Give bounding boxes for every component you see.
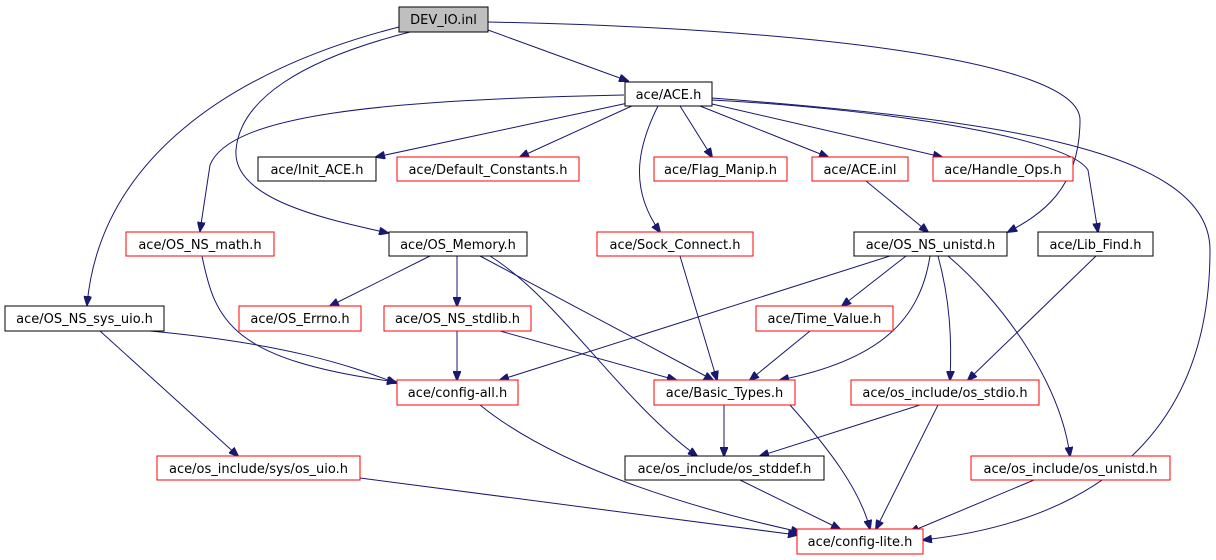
node-os-errno-h[interactable]: ace/OS_Errno.h	[238, 305, 362, 332]
edge-os-ns-unistd-to-os-unistd	[947, 255, 1070, 456]
edge-ace-h-to-handle-ops	[711, 103, 942, 157]
node-dev-io-inl[interactable]: DEV_IO.inl	[398, 6, 489, 33]
node-label: ace/Default_Constants.h	[408, 163, 567, 178]
edge-os-memory-to-basic-types	[479, 255, 713, 380]
edge-os-ns-unistd-to-config-all	[500, 255, 891, 380]
node-label: ace/config-all.h	[408, 386, 508, 401]
node-flag-manip-h[interactable]: ace/Flag_Manip.h	[653, 156, 788, 182]
node-ace-inl[interactable]: ace/ACE.inl	[811, 156, 909, 182]
edge-os-unistd-to-config-lite	[910, 479, 1035, 532]
edge-os-stdio-to-config-lite	[876, 404, 939, 529]
nodes: DEV_IO.inl ace/ACE.h ace/Init_ACE.h ace/…	[4, 6, 1171, 555]
node-time-value-h[interactable]: ace/Time_Value.h	[755, 305, 894, 332]
node-handle-ops-h[interactable]: ace/Handle_Ops.h	[932, 156, 1074, 182]
edge-basic-types-to-config-lite	[789, 404, 870, 529]
edge-os-ns-math-to-config-all	[201, 255, 396, 382]
node-os-ns-unistd-h[interactable]: ace/OS_NS_unistd.h	[853, 231, 1008, 257]
node-label: ace/os_include/sys/os_uio.h	[169, 462, 348, 477]
edge-ace-h-to-default-constants	[520, 104, 635, 157]
node-label: ace/ACE.inl	[823, 163, 896, 178]
edge-lib-find-to-os-stdio	[968, 255, 1097, 380]
edge-os-ns-sys-uio-to-sys-os-uio	[99, 330, 238, 456]
node-label: ace/OS_NS_stdlib.h	[395, 312, 520, 327]
edge-dev-io-to-os-memory	[235, 31, 411, 233]
node-label: DEV_IO.inl	[410, 13, 477, 28]
node-label: ace/Sock_Connect.h	[610, 238, 741, 253]
node-os-unistd-h[interactable]: ace/os_include/os_unistd.h	[970, 455, 1171, 481]
edge-ace-inl-to-os-ns-unistd	[865, 180, 928, 232]
edge-os-ns-stdlib-to-basic-types	[499, 330, 676, 380]
node-label: ace/ACE.h	[636, 88, 702, 103]
edge-sock-connect-to-basic-types	[679, 255, 717, 380]
edge-sys-os-uio-to-config-lite	[359, 477, 797, 535]
node-label: ace/Flag_Manip.h	[664, 163, 777, 178]
edge-dev-io-to-ace-h	[487, 29, 628, 81]
node-default-constants-h[interactable]: ace/Default_Constants.h	[396, 156, 580, 182]
node-os-ns-sys-uio-h[interactable]: ace/OS_NS_sys_uio.h	[4, 305, 165, 332]
edge-time-value-to-basic-types	[750, 330, 811, 380]
edge-ace-h-to-os-ns-math	[200, 94, 625, 231]
node-init-ace-h[interactable]: ace/Init_ACE.h	[257, 156, 377, 182]
node-basic-types-h[interactable]: ace/Basic_Types.h	[653, 379, 796, 406]
node-label: ace/os_include/os_unistd.h	[983, 462, 1157, 477]
node-label: ace/OS_NS_math.h	[138, 238, 261, 253]
edge-os-stddef-to-config-lite	[739, 479, 840, 529]
node-label: ace/config-lite.h	[808, 535, 913, 550]
edge-os-ns-unistd-to-os-stdio	[937, 255, 951, 380]
edge-dev-io-to-os-ns-sys-uio	[87, 26, 400, 305]
node-label: ace/Basic_Types.h	[666, 386, 783, 401]
edge-ace-h-to-lib-find	[711, 99, 1098, 232]
node-ace-h[interactable]: ace/ACE.h	[624, 81, 713, 107]
node-label: ace/os_include/os_stddef.h	[638, 462, 812, 477]
node-sock-connect-h[interactable]: ace/Sock_Connect.h	[596, 231, 754, 257]
node-label: ace/Init_ACE.h	[270, 163, 363, 178]
edge-ace-h-to-config-lite	[711, 97, 1211, 540]
edges	[87, 21, 1211, 540]
node-label: ace/Time_Value.h	[768, 312, 882, 327]
edge-os-ns-unistd-to-time-value	[842, 255, 907, 306]
node-config-all-h[interactable]: ace/config-all.h	[396, 379, 519, 406]
edge-config-all-to-config-lite	[479, 404, 800, 532]
node-label: ace/Handle_Ops.h	[944, 163, 1061, 178]
edge-ace-h-to-sock-connect	[639, 105, 660, 232]
node-os-ns-math-h[interactable]: ace/OS_NS_math.h	[125, 231, 275, 257]
edge-os-memory-to-os-errno	[330, 255, 431, 306]
edge-os-ns-sys-uio-to-config-all	[149, 330, 396, 383]
node-label: ace/OS_NS_sys_uio.h	[16, 312, 153, 327]
node-os-memory-h[interactable]: ace/OS_Memory.h	[388, 231, 528, 257]
node-lib-find-h[interactable]: ace/Lib_Find.h	[1037, 231, 1154, 257]
node-os-ns-stdlib-h[interactable]: ace/OS_NS_stdlib.h	[383, 305, 532, 332]
node-label: ace/os_include/os_stdio.h	[862, 386, 1027, 401]
node-label: ace/Lib_Find.h	[1049, 238, 1141, 253]
node-os-stddef-h[interactable]: ace/os_include/os_stddef.h	[624, 455, 825, 481]
node-os-stdio-h[interactable]: ace/os_include/os_stdio.h	[850, 379, 1040, 406]
edge-os-ns-unistd-to-basic-types	[780, 255, 931, 380]
edge-ace-h-to-flag-manip	[679, 105, 712, 157]
node-config-lite-h[interactable]: ace/config-lite.h	[796, 528, 924, 555]
node-label: ace/OS_Errno.h	[250, 312, 349, 327]
edge-ace-h-to-ace-inl	[699, 105, 828, 157]
edge-os-stdio-to-os-stddef	[760, 404, 921, 456]
node-label: ace/OS_Memory.h	[400, 238, 516, 253]
edge-os-memory-to-os-stddef	[489, 255, 697, 456]
edge-ace-h-to-init-ace	[376, 102, 629, 157]
node-sys-os-uio-h[interactable]: ace/os_include/sys/os_uio.h	[156, 455, 361, 481]
edge-dev-io-to-os-ns-unistd	[487, 21, 1081, 232]
node-label: ace/OS_NS_unistd.h	[866, 238, 996, 253]
